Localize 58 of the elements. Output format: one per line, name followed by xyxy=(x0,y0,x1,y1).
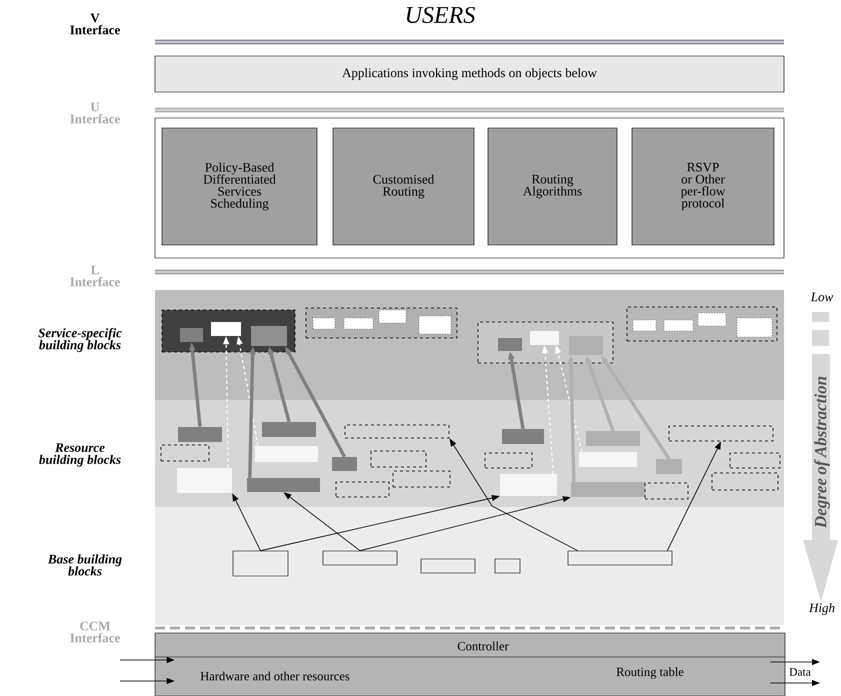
scale-label: Low xyxy=(810,292,834,302)
function-box: Routing Algorithms xyxy=(488,128,618,246)
building-block xyxy=(322,550,398,566)
function-box: Policy-Based Differentiated Services Scheduling xyxy=(162,128,318,246)
building-block xyxy=(392,470,450,488)
building-block xyxy=(530,331,559,345)
building-block xyxy=(644,482,688,500)
building-block xyxy=(312,318,336,330)
building-block xyxy=(498,338,522,351)
building-block xyxy=(180,328,203,342)
building-block xyxy=(344,424,450,438)
building-block xyxy=(378,310,406,324)
interface-label: V Interface xyxy=(70,14,120,34)
building-block xyxy=(579,452,637,467)
function-box: RSVP or Other per-flow protocol xyxy=(632,128,774,246)
building-block xyxy=(160,444,210,462)
building-block xyxy=(668,426,774,442)
building-block xyxy=(571,482,645,497)
building-block xyxy=(698,312,726,326)
building-block xyxy=(656,459,682,474)
building-block xyxy=(736,318,772,338)
building-block xyxy=(730,452,780,468)
building-block xyxy=(178,427,222,442)
building-block xyxy=(484,452,532,468)
building-block xyxy=(177,468,232,493)
layer-label: Base building blocks xyxy=(48,554,122,576)
building-block xyxy=(494,558,520,574)
building-block xyxy=(420,558,476,574)
building-block xyxy=(344,318,374,330)
building-block xyxy=(632,320,656,332)
function-box: Customised Routing xyxy=(332,128,474,246)
building-block xyxy=(712,472,778,490)
layer-label: Resource building blocks xyxy=(39,443,121,467)
controller-box: Controller Hardware and other resources Routing table xyxy=(154,632,786,696)
building-block xyxy=(664,320,694,332)
building-block xyxy=(232,550,288,576)
building-block xyxy=(262,422,316,437)
building-block xyxy=(247,478,320,492)
building-block xyxy=(251,326,287,346)
building-block xyxy=(569,336,603,355)
layer-label: Service-specific building blocks xyxy=(38,328,122,352)
interface-label: CCM Interface xyxy=(70,622,120,642)
building-block xyxy=(332,457,357,471)
edge-label: Data xyxy=(789,668,811,676)
title: USERS xyxy=(406,6,475,24)
application-box: Applications invoking methods on objects below xyxy=(154,56,784,92)
interface-label: U Interface xyxy=(70,102,120,124)
scale-label: High xyxy=(808,603,834,615)
building-block xyxy=(418,316,452,334)
building-block xyxy=(255,446,318,462)
building-block xyxy=(500,474,557,496)
building-block xyxy=(586,431,640,446)
building-block xyxy=(370,450,426,468)
interface-label: L Interface xyxy=(70,266,120,286)
building-block xyxy=(502,429,544,444)
building-block xyxy=(568,550,672,566)
arrow-label: Degree of Abstraction xyxy=(814,376,830,528)
building-block xyxy=(336,482,390,498)
